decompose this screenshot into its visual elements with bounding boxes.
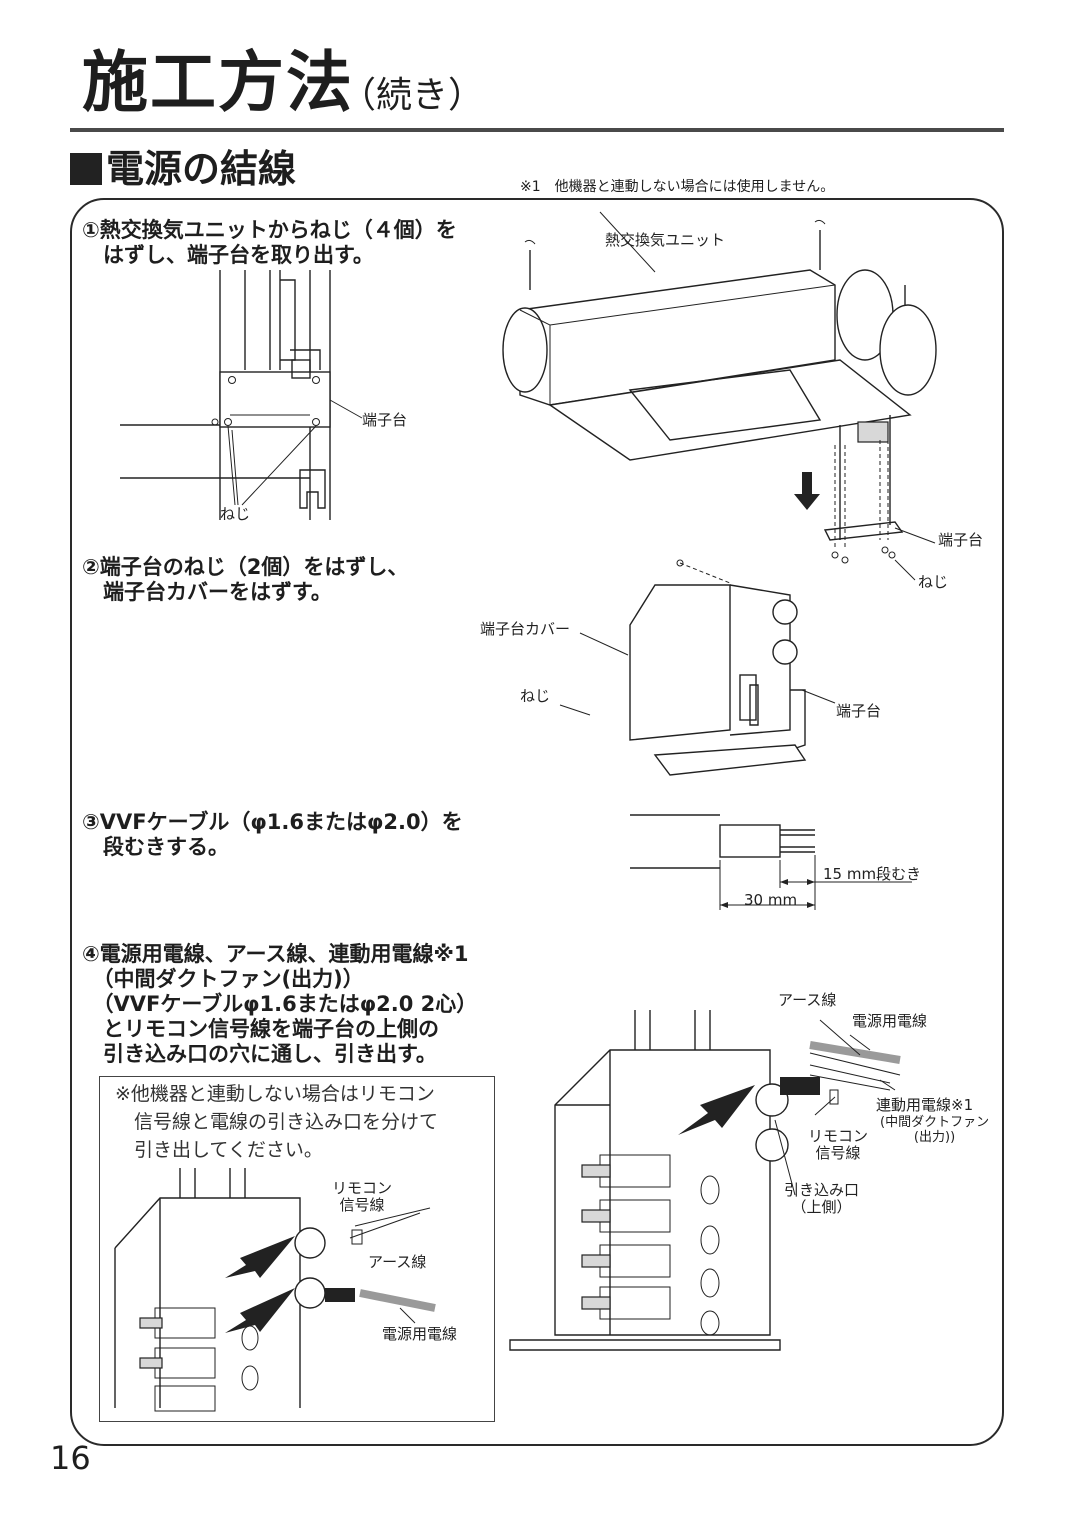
label-strip-15mm: 15 mm段むき	[823, 865, 922, 883]
square-bullet-icon	[70, 153, 102, 185]
label-power-wire-note: 電源用電線	[382, 1325, 458, 1343]
label-earth-wire-main: アース線	[778, 991, 837, 1009]
page-number: 16	[50, 1439, 91, 1477]
note-box-text: ※他機器と連動しない場合はリモコン 信号線と電線の引き込み口を分けて 引き出して…	[115, 1083, 439, 1161]
figure-cable-stripping	[630, 814, 912, 910]
figure-heat-exchange-unit	[502, 211, 937, 581]
section-heading-text: 電源の結線	[106, 147, 297, 191]
note-box	[99, 1076, 495, 1422]
label-terminal-block-3: 端子台	[836, 702, 882, 720]
figure-wiring-note	[114, 1168, 436, 1412]
label-terminal-block-1: 端子台	[362, 411, 408, 429]
label-strip-30mm: 30 mm	[744, 891, 798, 909]
label-terminal-block-2: 端子台	[938, 531, 984, 549]
page-title: 施工方法	[82, 44, 354, 121]
label-link-wire-sub: (中間ダクトファン (出力))	[880, 1115, 990, 1145]
label-link-wire: 連動用電線※1	[876, 1096, 974, 1114]
figure-terminal-cover	[559, 559, 836, 776]
label-earth-wire-note: アース線	[368, 1253, 427, 1271]
section-footnote: ※1 他機器と連動しない場合には使用しません。	[520, 179, 835, 195]
figure-unit-side-terminal	[120, 270, 363, 520]
step-2-text: ②端子台のねじ（2個）をはずし、 端子台カバーをはずす。	[82, 555, 409, 604]
label-screw-2: ねじ	[918, 573, 949, 591]
content-frame	[70, 198, 1004, 1446]
label-screw-1: ねじ	[220, 505, 251, 523]
label-screw-3: ねじ	[520, 687, 551, 705]
label-unit: 熱交換気ユニット	[605, 231, 726, 249]
figure-wiring-main	[509, 1010, 901, 1351]
label-remote-signal-note: リモコン 信号線	[332, 1179, 393, 1215]
label-terminal-cover: 端子台カバー	[480, 620, 571, 638]
step-3-text: ③VVFケーブル（φ1.6またはφ2.0）を 段むきする。	[82, 810, 463, 859]
label-power-wire-main: 電源用電線	[852, 1012, 928, 1030]
step-4-text: ④電源用電線、アース線、連動用電線※1 （中間ダクトファン(出力)） （VVFケ…	[82, 942, 478, 1066]
section-heading: 電源の結線	[70, 150, 296, 188]
title-divider	[70, 128, 1004, 132]
label-inlet: 引き込み口 （上側）	[784, 1181, 860, 1217]
label-remote-signal-main: リモコン 信号線	[808, 1127, 869, 1163]
page-title-suffix: （続き）	[340, 75, 485, 116]
step-1-text: ①熱交換気ユニットからねじ（４個）を はずし、端子台を取り出す。	[82, 218, 457, 267]
